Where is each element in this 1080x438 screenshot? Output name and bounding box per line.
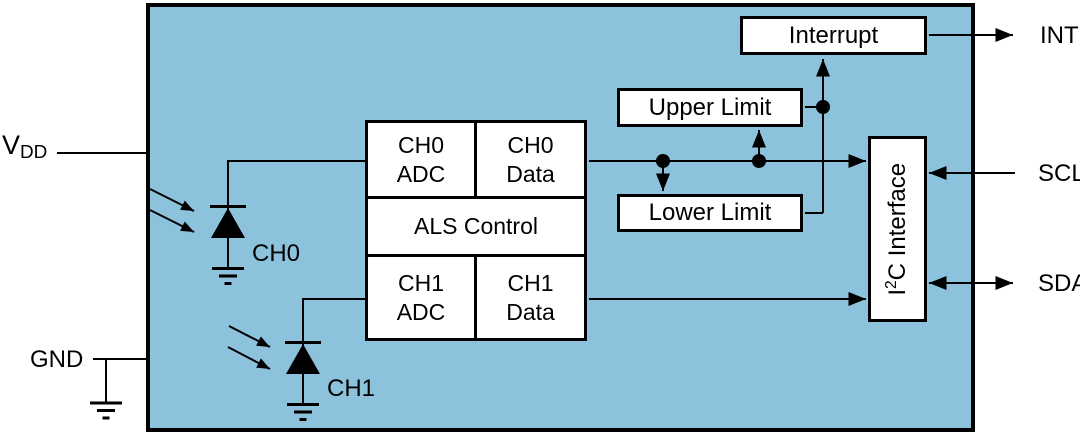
als-core-block: CH0 ADC CH0 Data ALS Control CH1 ADC CH1… [365, 120, 587, 341]
gnd-ground-icon [90, 401, 122, 420]
block-interrupt-label: Interrupt [788, 21, 879, 49]
block-ch0-data: CH0 Data [477, 123, 584, 199]
pin-label-vdd: VDD [2, 130, 48, 164]
photodiode-label-ch1: CH1 [327, 375, 376, 402]
block-upper-limit-label: Upper Limit [648, 93, 772, 121]
block-interrupt: Interrupt [740, 16, 927, 55]
block-upper-limit: Upper Limit [617, 88, 803, 127]
pin-label-int: INT [1040, 22, 1079, 49]
block-lower-limit: Lower Limit [617, 194, 803, 232]
block-ch0-data-line1: CH0 [507, 132, 554, 159]
block-als-control-label: ALS Control [413, 213, 538, 240]
pin-label-sda: SDA [1038, 270, 1080, 297]
block-ch0-adc-line2: ADC [396, 160, 446, 187]
block-als-control: ALS Control [368, 199, 584, 257]
block-ch1-adc: CH1 ADC [368, 257, 477, 338]
block-ch0-adc: CH0 ADC [368, 123, 477, 199]
pin-label-gnd: GND [30, 346, 84, 373]
block-ch1-data-line2: Data [506, 298, 555, 325]
block-ch0-data-line2: Data [506, 160, 555, 187]
block-ch1-adc-line2: ADC [396, 298, 446, 325]
block-i2c-interface-label: I2C Interface [883, 162, 912, 296]
block-ch1-adc-line1: CH1 [397, 270, 444, 297]
block-i2c-interface: I2C Interface [868, 136, 927, 322]
block-ch0-adc-line1: CH0 [397, 132, 444, 159]
photodiode-label-ch0: CH0 [252, 240, 301, 267]
gnd-wire [93, 358, 150, 402]
block-ch1-data-line1: CH1 [507, 270, 554, 297]
pin-label-scl: SCL [1038, 160, 1080, 187]
block-lower-limit-label: Lower Limit [648, 199, 772, 227]
block-ch1-data: CH1 Data [477, 257, 584, 338]
